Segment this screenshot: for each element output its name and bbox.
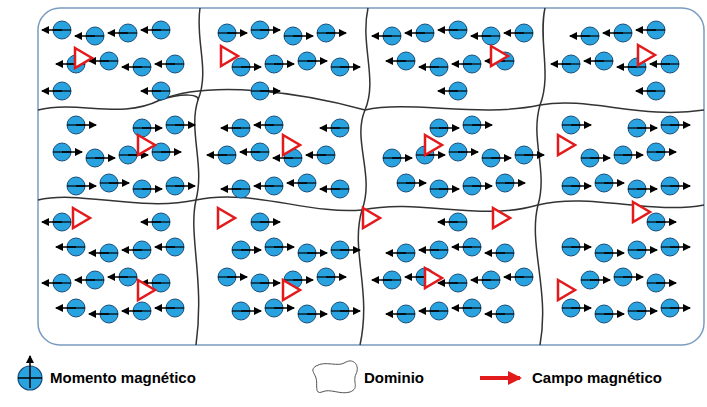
legend-label: Campo magnético bbox=[532, 369, 662, 387]
legend-label: Momento magnético bbox=[50, 369, 196, 387]
legend-label: Dominio bbox=[364, 369, 424, 387]
field-markers bbox=[73, 45, 655, 300]
domain-walls bbox=[38, 8, 704, 345]
magnetic-moments bbox=[42, 21, 690, 323]
legend-samples bbox=[18, 356, 520, 393]
material-outline bbox=[38, 8, 704, 345]
